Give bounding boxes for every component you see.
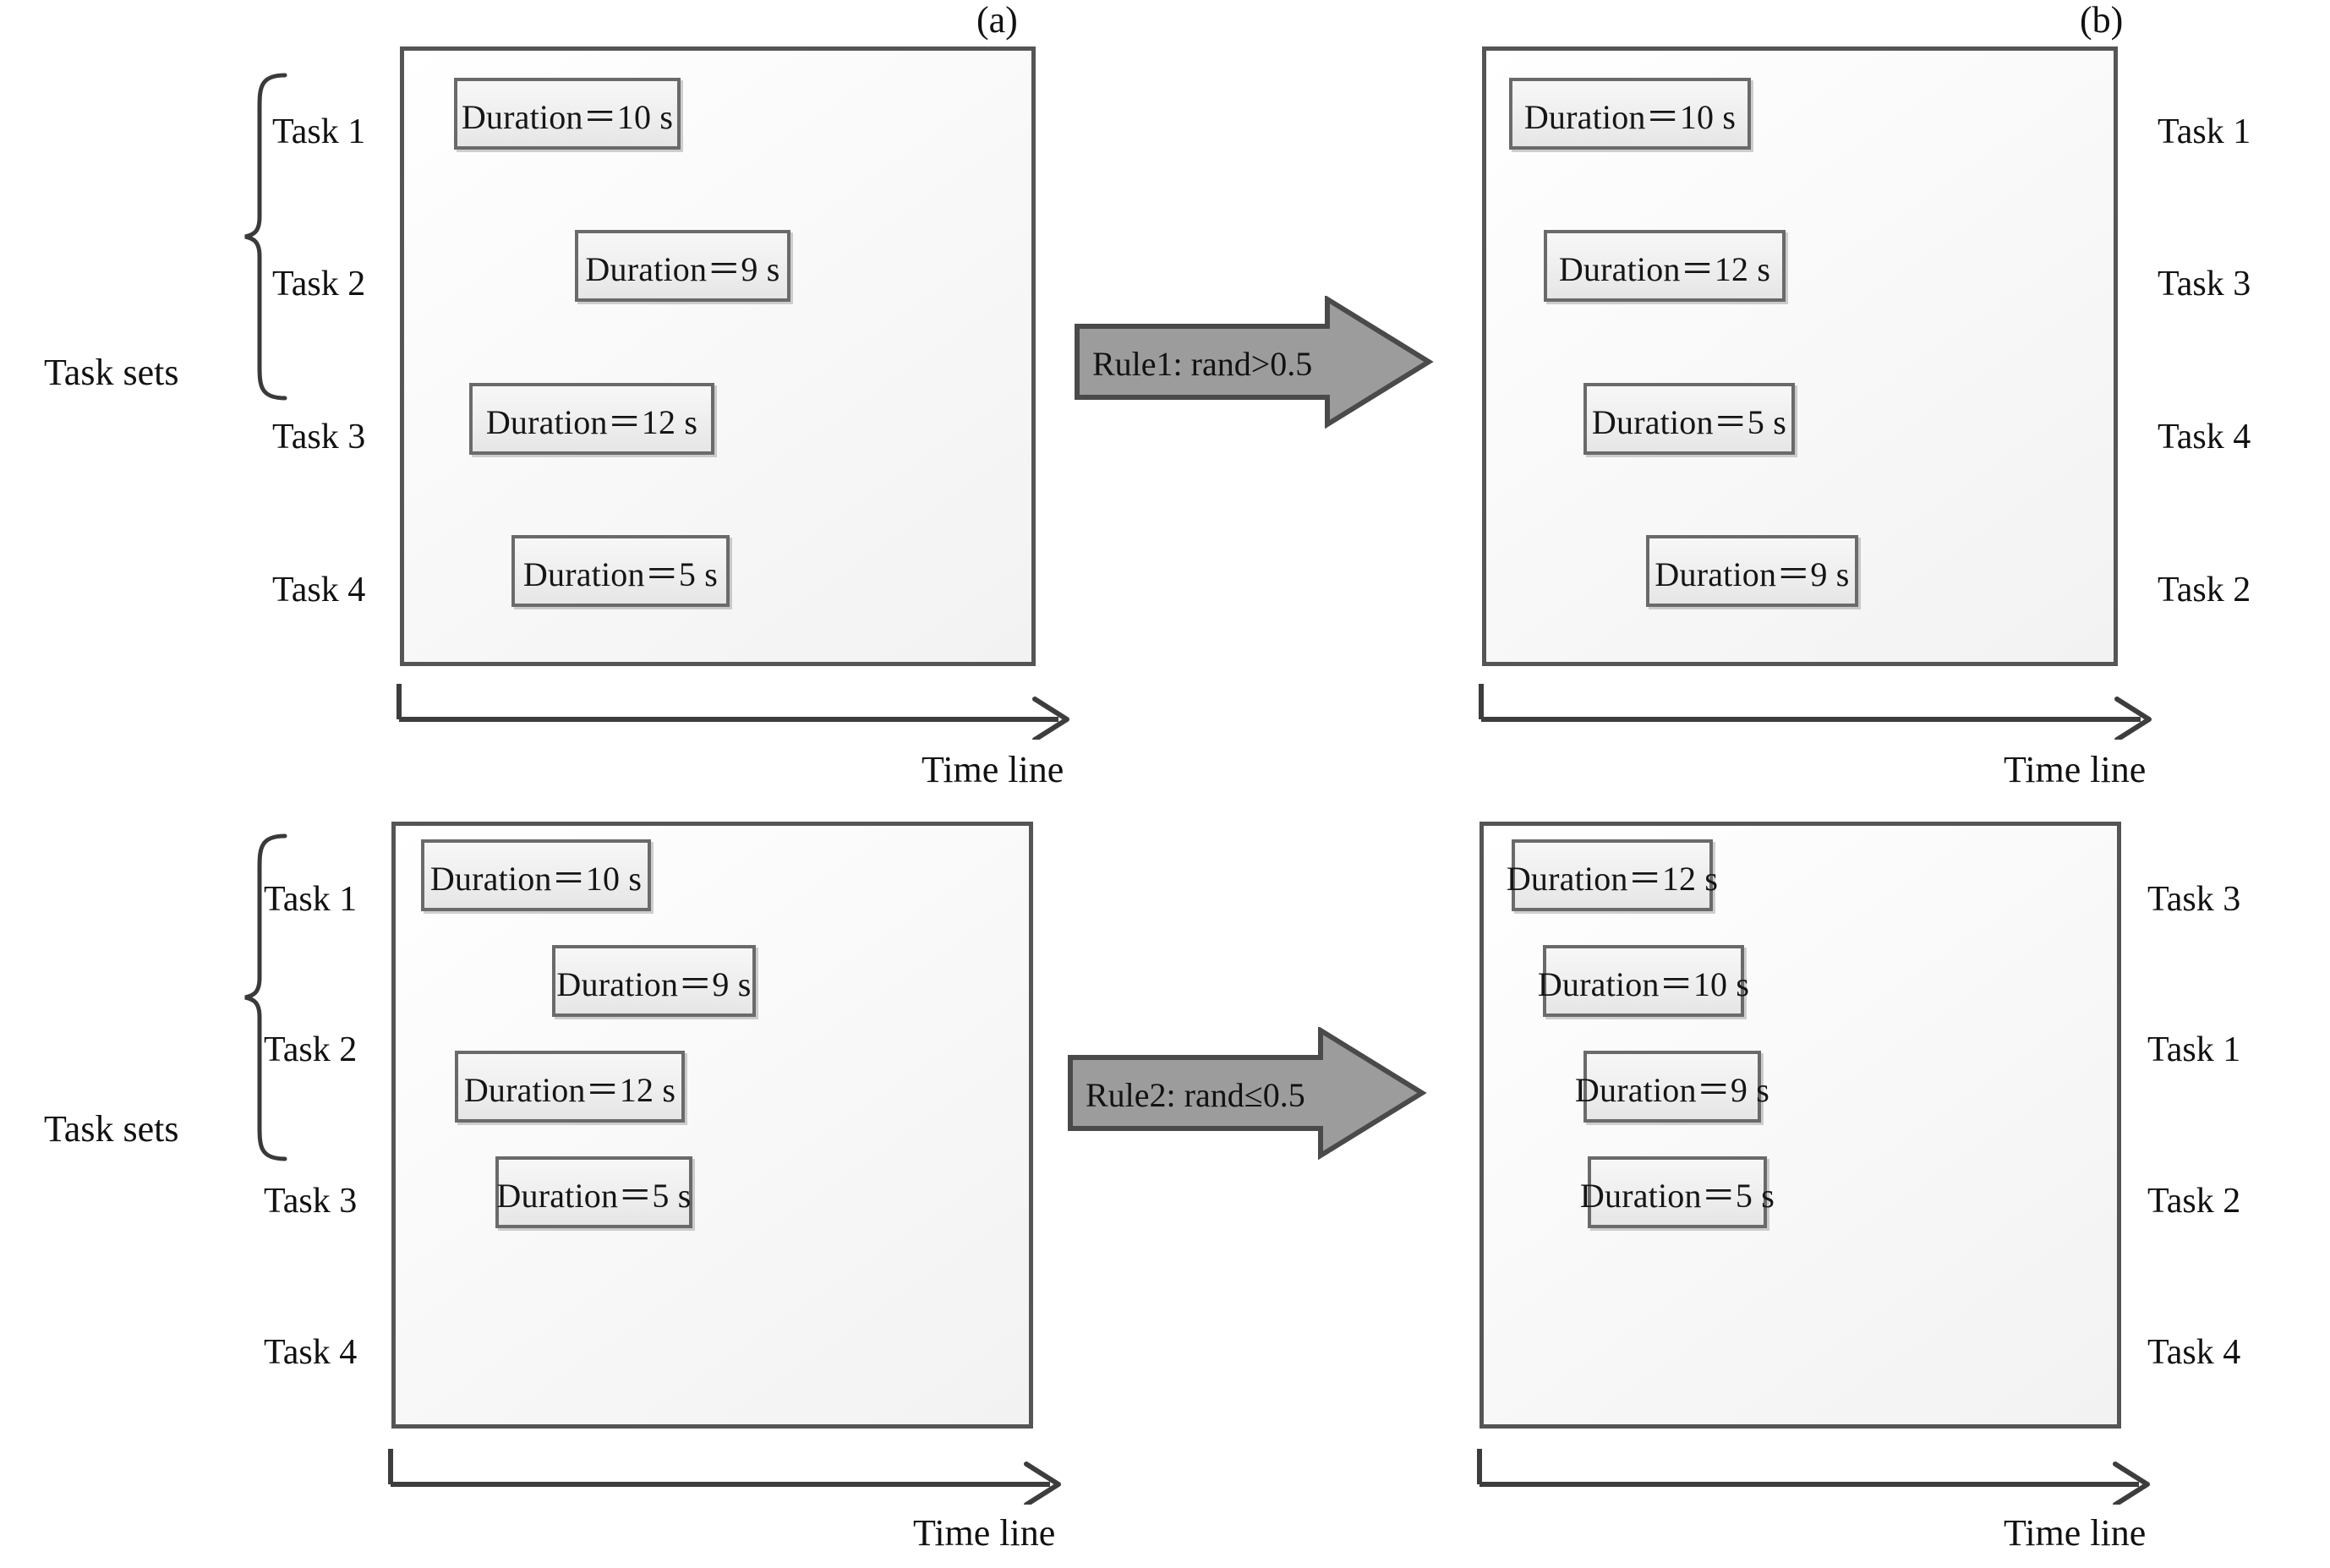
duration-bar: Duration＝10 s: [1509, 78, 1751, 150]
task-label-b1-bottom: Task 3: [2147, 880, 2241, 919]
duration-bar: Duration＝12 s: [469, 383, 714, 455]
task-sets-brace-bottom: [244, 833, 287, 1161]
task-sets-brace-top: [244, 73, 287, 401]
duration-bar: Duration＝5 s: [1583, 383, 1795, 455]
panel-a-before: [400, 46, 1036, 666]
task-label-a2-top: Task 2: [272, 265, 366, 303]
panel-b-after-rule2: [1479, 822, 2121, 1429]
duration-bar: Duration＝5 s: [1580, 1156, 1775, 1228]
rule2-arrow: [1068, 1027, 1427, 1161]
task-label-a4-bottom: Task 4: [264, 1333, 358, 1372]
duration-bar: Duration＝12 s: [1507, 839, 1718, 911]
duration-bar: Duration＝10 s: [1538, 945, 1749, 1017]
time-line-axis-top-right: [1479, 684, 2152, 740]
task-label-a1-top: Task 1: [272, 112, 366, 151]
duration-bar: Duration＝9 s: [1575, 1051, 1769, 1123]
duration-bar: Duration＝9 s: [575, 230, 790, 302]
task-label-a4-top: Task 4: [272, 571, 366, 609]
task-sets-label-top: Task sets: [44, 352, 179, 393]
task-label-b2-bottom: Task 1: [2147, 1030, 2241, 1069]
task-label-a3-top: Task 3: [272, 418, 366, 456]
time-line-label-bottom-right: Time line: [2004, 1512, 2147, 1554]
task-label-b1-top: Task 1: [2158, 112, 2251, 151]
rule2-label: Rule2: rand≤0.5: [1086, 1075, 1305, 1114]
time-line-axis-bottom-right: [1477, 1449, 2150, 1505]
task-label-b3-bottom: Task 2: [2147, 1182, 2241, 1221]
time-line-axis-top-left: [397, 684, 1069, 740]
duration-bar: Duration＝9 s: [552, 945, 756, 1017]
task-label-b3-top: Task 4: [2158, 418, 2251, 456]
duration-bar: Duration＝9 s: [1646, 535, 1858, 607]
duration-bar: Duration＝5 s: [511, 535, 730, 607]
task-label-b4-top: Task 2: [2158, 571, 2251, 609]
time-line-axis-bottom-left: [388, 1449, 1061, 1505]
task-label-a1-bottom: Task 1: [264, 880, 358, 919]
rule1-label: Rule1: rand>0.5: [1092, 344, 1313, 383]
duration-bar: Duration＝10 s: [421, 839, 651, 911]
task-label-a3-bottom: Task 3: [264, 1182, 358, 1221]
duration-bar: Duration＝12 s: [455, 1051, 685, 1123]
figure-caption-b: (b): [2080, 0, 2124, 41]
figure-caption-a: (a): [976, 0, 1018, 41]
task-label-b4-bottom: Task 4: [2147, 1333, 2241, 1372]
task-label-a2-bottom: Task 2: [264, 1030, 358, 1069]
panel-a-before-2: [391, 822, 1033, 1429]
time-line-label-top-right: Time line: [2004, 749, 2147, 790]
duration-bar: Duration＝10 s: [454, 78, 681, 150]
time-line-label-bottom-left: Time line: [913, 1512, 1056, 1554]
duration-bar: Duration＝12 s: [1544, 230, 1786, 302]
task-label-b2-top: Task 3: [2158, 265, 2251, 303]
duration-bar: Duration＝5 s: [495, 1156, 692, 1228]
rule1-arrow: [1075, 296, 1434, 429]
time-line-label-top-left: Time line: [922, 749, 1064, 790]
task-sets-label-bottom: Task sets: [44, 1108, 179, 1150]
